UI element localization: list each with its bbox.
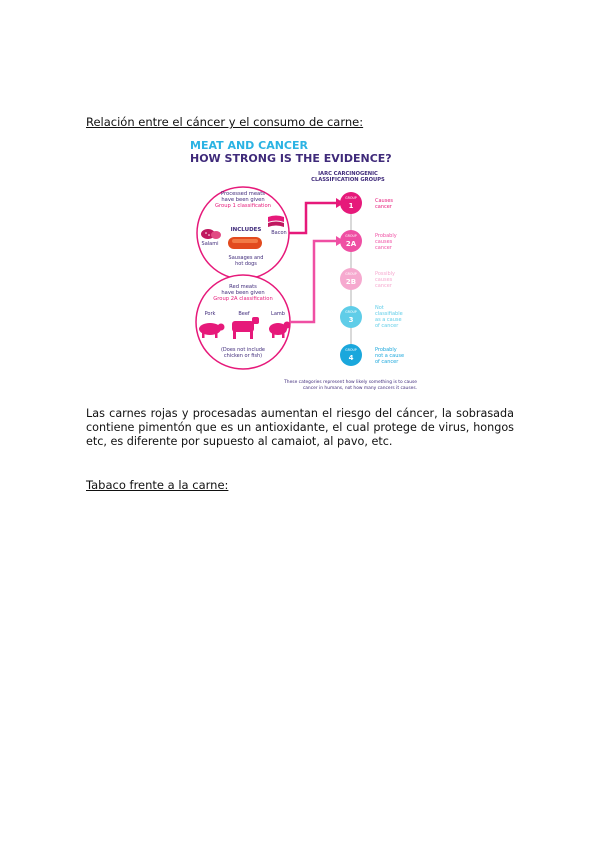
group-3-marker: GROUP 3	[340, 306, 362, 328]
group-2b-desc-3: cancer	[375, 283, 393, 289]
heading-tobacco-vs-meat: Tabaco frente a la carne:	[86, 478, 229, 492]
group-3-desc-4: of cancer	[375, 323, 399, 329]
paragraph-line-3: etc, es diferente por supuesto al camaio…	[86, 435, 393, 449]
sausages-label-2: hot dogs	[235, 261, 257, 267]
group-3-desc-3: as a cause	[375, 317, 402, 323]
iarc-header-1: IARC CARCINOGENIC	[318, 171, 378, 177]
svg-text:GROUP: GROUP	[345, 196, 357, 200]
red-note-2: chicken or fish)	[224, 353, 262, 359]
svg-text:4: 4	[349, 354, 354, 362]
group-4-desc-1: Probably	[375, 347, 397, 353]
group-2b-desc-1: Possibly	[375, 271, 395, 277]
bacon-label: Bacon	[271, 230, 286, 236]
salami-icon	[201, 229, 221, 239]
includes-label: INCLUDES	[231, 227, 262, 233]
processed-line-1: Processed meats	[221, 191, 265, 197]
heading-meat-cancer: Relación entre el cáncer y el consumo de…	[86, 115, 364, 129]
infographic-title-1: MEAT AND CANCER	[190, 139, 309, 152]
beef-label: Beef	[238, 311, 250, 317]
salami-label: Salami	[202, 241, 219, 247]
processed-line-3: Group 1 classification	[215, 203, 271, 209]
svg-text:GROUP: GROUP	[345, 348, 357, 352]
group-2b-marker: GROUP 2B	[340, 268, 362, 290]
group-1-desc-2: cancer	[375, 204, 393, 210]
paragraph-line-1: Las carnes rojas y procesadas aumentan e…	[86, 407, 514, 420]
group-3-desc-1: Not	[375, 305, 384, 311]
red-line-2: have been given	[221, 290, 264, 296]
group-2a-desc-3: cancer	[375, 245, 393, 251]
paragraph-line-2: contiene pimentón que es un antioxidante…	[86, 421, 514, 435]
bacon-icon	[268, 215, 284, 227]
infographic-title-2: HOW STRONG IS THE EVIDENCE?	[190, 152, 392, 165]
svg-text:2A: 2A	[346, 240, 357, 248]
arrow-processed-to-group-1	[289, 201, 336, 235]
group-2a-desc-2: causes	[375, 239, 393, 245]
svg-text:1: 1	[349, 202, 354, 210]
group-2b-desc-2: causes	[375, 277, 393, 283]
svg-text:GROUP: GROUP	[345, 272, 357, 276]
group-4-desc-3: of cancer	[375, 359, 399, 365]
body-paragraph: Las carnes rojas y procesadas aumentan e…	[86, 407, 514, 450]
red-line-3: Group 2A classification	[213, 296, 273, 302]
cow-icon	[232, 317, 259, 339]
group-3-desc-2: classifiable	[375, 311, 403, 317]
infographic-footnote-1: These categories represent how likely so…	[283, 379, 417, 385]
sausages-label-1: Sausages and	[229, 255, 264, 261]
group-1-desc-1: Causes	[375, 198, 393, 204]
pig-icon	[199, 323, 225, 338]
group-2a-desc-1: Probably	[375, 233, 397, 239]
processed-line-2: have been given	[221, 197, 264, 203]
infographic-meat-and-cancer: MEAT AND CANCER HOW STRONG IS THE EVIDEN…	[188, 137, 420, 392]
arrow-red-to-group-2a	[290, 239, 336, 324]
red-note-1: (Does not include	[221, 347, 265, 353]
svg-text:2B: 2B	[346, 278, 356, 286]
sausage-icon	[228, 237, 262, 249]
infographic-footnote-2: cancer in humans, not how many cancers i…	[303, 385, 417, 391]
svg-text:GROUP: GROUP	[345, 234, 357, 238]
group-2a-marker: GROUP 2A	[340, 230, 362, 252]
iarc-header-2: CLASSIFICATION GROUPS	[311, 177, 385, 183]
red-line-1: Red meats	[229, 284, 257, 290]
pork-label: Pork	[205, 311, 216, 317]
group-1-marker: GROUP 1	[340, 192, 362, 214]
svg-text:3: 3	[349, 316, 354, 324]
lamb-label: Lamb	[271, 311, 285, 317]
group-4-desc-2: not a cause	[375, 353, 404, 359]
lamb-icon	[269, 321, 291, 338]
group-4-marker: GROUP 4	[340, 344, 362, 366]
svg-text:GROUP: GROUP	[345, 310, 357, 314]
